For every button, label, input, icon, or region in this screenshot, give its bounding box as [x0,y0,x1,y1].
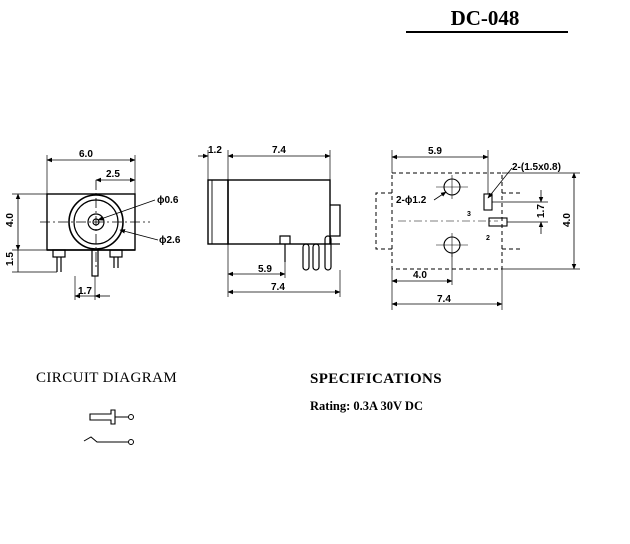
side-view [198,150,341,297]
hole-dia-label: ϕ0.6 [157,195,179,206]
side-pin-pos-label: 5.9 [258,264,272,275]
front-pin-pitch-label: 1.7 [78,286,92,297]
title-underline [406,31,568,33]
pcb-pin3-label: 3 [467,211,471,218]
pcb-total-label: 7.4 [437,294,451,305]
pcb-outline [391,172,503,270]
front-center-pin [91,249,99,277]
front-offset-label: 2.5 [106,169,120,180]
pin-dia-label: ϕ2.6 [159,235,181,246]
side-pin-1 [302,243,310,271]
pcb-slot-label: 2-(1.5x0.8) [512,162,561,173]
pcb-layout-view [375,150,580,310]
pcb-pin2-label: 2 [486,235,490,242]
front-view [12,155,159,300]
side-pin-3 [324,235,332,271]
front-pin-height-label: 1.5 [5,252,16,266]
side-flange [207,179,229,245]
rating-text: Rating: 0.3A 30V DC [310,399,423,413]
pcb-pin-gap-label: 1.7 [536,204,547,218]
drawing-title: DC-048 [450,6,520,30]
front-width-label: 6.0 [79,149,93,160]
pcb-hole-label: 2-ϕ1.2 [396,195,427,206]
side-total-label: 7.4 [271,282,285,293]
side-body-label: 7.4 [272,145,286,156]
side-flange-label: 1.2 [208,145,222,156]
pcb-hole-pos-label: 4.0 [413,270,427,281]
front-height-label: 4.0 [5,213,16,227]
side-body-outline [227,179,331,245]
circuit-symbol [83,409,134,445]
pcb-height-label: 4.0 [562,213,573,227]
specifications-heading: SPECIFICATIONS [310,371,443,387]
pcb-slot-2 [488,217,508,227]
plug-symbol [89,409,116,425]
circuit-diagram-heading: CIRCUIT DIAGRAM [36,370,178,386]
front-foot-right [109,249,123,258]
side-pin-2 [312,243,320,271]
front-foot-left [52,249,66,258]
pcb-top-label: 5.9 [428,146,442,157]
pcb-slot-3 [483,193,493,211]
